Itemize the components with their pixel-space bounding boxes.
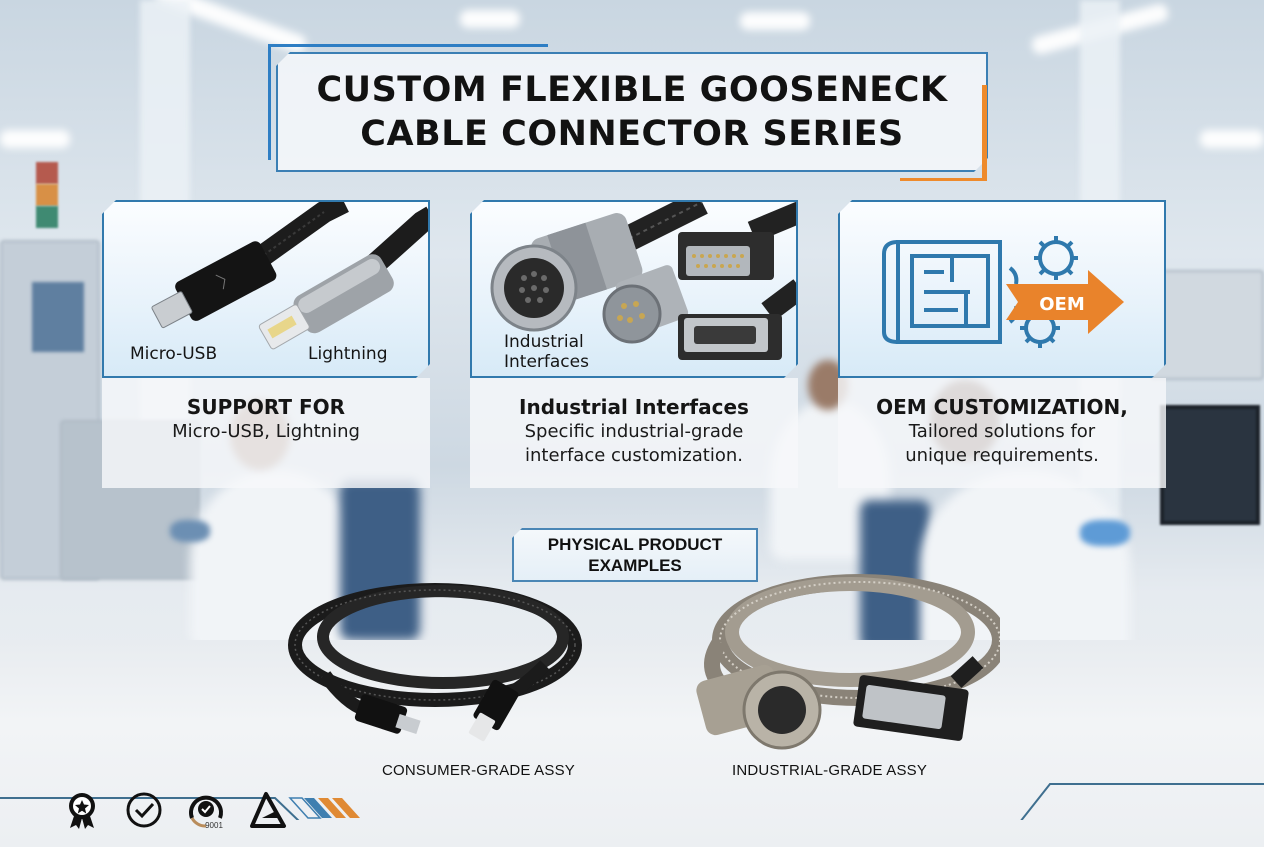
card-heading: Industrial Interfaces [519,395,749,419]
card-subtext-line-2: unique requirements. [905,445,1099,466]
industrial-label-line-1: Industrial [504,332,584,352]
card-image-usb-lightning: Micro-USB Lightning [102,200,430,378]
feature-card-micro-usb-lightning: Micro-USB Lightning SUPPORT FOR Micro-US… [102,200,430,490]
card-subtext-line-1: Specific industrial-grade [524,421,744,442]
certification-badges: 9001 [62,790,288,830]
triangle-logo-icon [250,792,286,828]
footer-decorative-lines [0,783,1264,820]
blueprint-gears-oem-icon: OEM [840,202,1166,378]
card-image-oem: OEM [838,200,1166,378]
iso-9001-check-icon: 9001 [189,795,223,830]
card-subtext-line-2: interface customization. [525,445,743,466]
title-accent-right [982,85,987,180]
title-accent-top [268,44,548,47]
feature-card-oem-customization: OEM OEM CUSTOMIZATION, Tailored solution… [838,200,1166,490]
industrial-grade-caption: INDUSTRIAL-GRADE ASSY [732,762,928,779]
metal-gooseneck-cable-icon [696,574,1000,750]
examples-label-line-1: PHYSICAL PRODUCT [547,535,723,554]
title-accent-bottom [900,178,987,181]
title-line-2: CABLE CONNECTOR SERIES [360,114,904,154]
award-ribbon-icon [69,793,95,829]
card-text: OEM CUSTOMIZATION, Tailored solutions fo… [838,378,1166,488]
title-banner: CUSTOM FLEXIBLE GOOSENECK CABLE CONNECTO… [276,52,988,172]
card-image-industrial: Industrial Interfaces [470,200,798,378]
card-heading: SUPPORT FOR [186,395,346,419]
card-text: SUPPORT FOR Micro-USB, Lightning [102,378,430,488]
card-subtext: Micro-USB, Lightning [172,421,360,442]
oem-arrow-label: OEM [1039,294,1085,315]
consumer-grade-caption: CONSUMER-GRADE ASSY [382,762,575,779]
title-accent-left [268,44,276,160]
card-text: Industrial Interfaces Specific industria… [470,378,798,488]
feature-card-industrial-interfaces: Industrial Interfaces Industrial Interfa… [470,200,798,490]
signal-tower-lamp [36,162,58,228]
physical-product-examples-label: PHYSICAL PRODUCT EXAMPLES [512,528,758,582]
lightning-label: Lightning [308,344,388,364]
iso-number: 9001 [205,821,223,830]
micro-usb-lightning-connectors-icon [104,202,430,378]
industrial-connectors-icon [472,202,798,378]
industrial-label-line-2: Interfaces [504,352,589,372]
examples-label-line-2: EXAMPLES [588,556,682,575]
card-heading: OEM CUSTOMIZATION, [876,395,1128,419]
micro-usb-label: Micro-USB [130,344,218,364]
stripe-accent [288,797,360,819]
braided-usb-cable-icon [288,583,582,742]
title-line-1: CUSTOM FLEXIBLE GOOSENECK [316,70,948,110]
card-subtext-line-1: Tailored solutions for [908,421,1096,442]
checkmark-circle-icon [126,792,162,828]
